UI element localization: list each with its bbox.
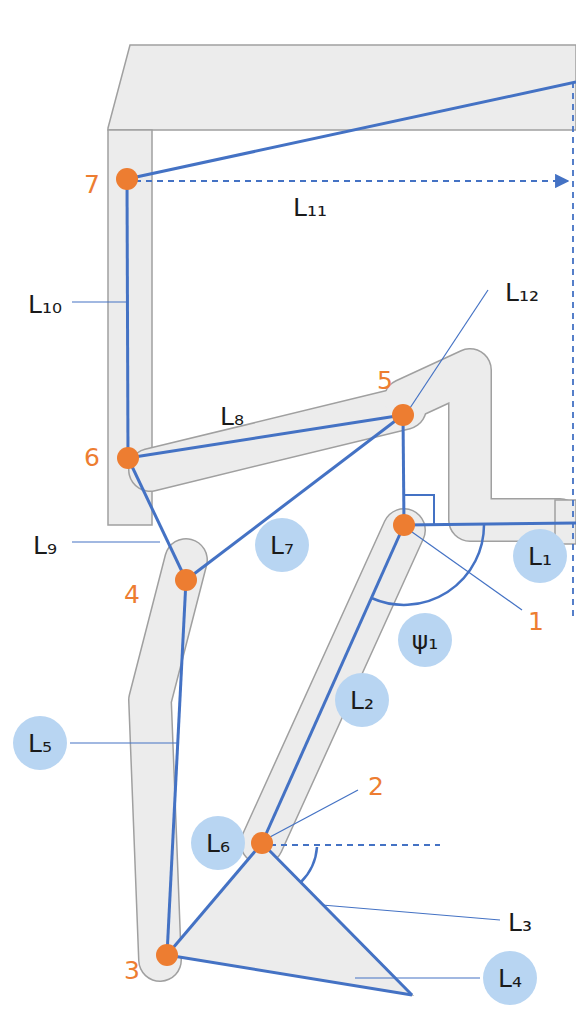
dimension-badge: L₅ xyxy=(13,716,67,770)
link-label: L₉ xyxy=(33,533,57,558)
dimension-badge: L₂ xyxy=(335,673,389,727)
badge-text: L₆ xyxy=(206,831,230,856)
joint-number: 6 xyxy=(84,445,100,470)
joint-number: 7 xyxy=(84,172,100,197)
link-lines xyxy=(127,82,576,995)
joint-number: 5 xyxy=(377,368,393,393)
badge-text: L₄ xyxy=(498,966,522,991)
link-label: L₃ xyxy=(508,910,532,935)
link-label: L₁₀ xyxy=(28,292,62,317)
joint-number: 1 xyxy=(528,609,544,634)
link-label: L₁₂ xyxy=(505,280,539,305)
dimension-badge: L₆ xyxy=(191,816,245,870)
dimension-badge: L₄ xyxy=(483,951,537,1005)
link-label: L₈ xyxy=(220,404,244,429)
leader-lines xyxy=(70,290,522,978)
dimension-badge: L₇ xyxy=(255,518,309,572)
badge-text: L₅ xyxy=(28,731,52,756)
joint-number: 2 xyxy=(368,774,384,799)
badge-text: L₁ xyxy=(528,544,552,569)
link-label: L₁₁ xyxy=(293,195,327,220)
badge-text: L₇ xyxy=(270,533,294,558)
dimension-badge: ψ₁ xyxy=(398,613,452,667)
joint-number: 4 xyxy=(124,582,140,607)
dimension-lines xyxy=(135,82,573,845)
badge-text: L₂ xyxy=(350,688,374,713)
joint-number: 3 xyxy=(124,958,140,983)
link-bodies xyxy=(108,45,576,995)
joint-dots xyxy=(116,168,415,966)
badge-text: ψ₁ xyxy=(412,628,439,653)
dimension-badge: L₁ xyxy=(513,529,567,583)
